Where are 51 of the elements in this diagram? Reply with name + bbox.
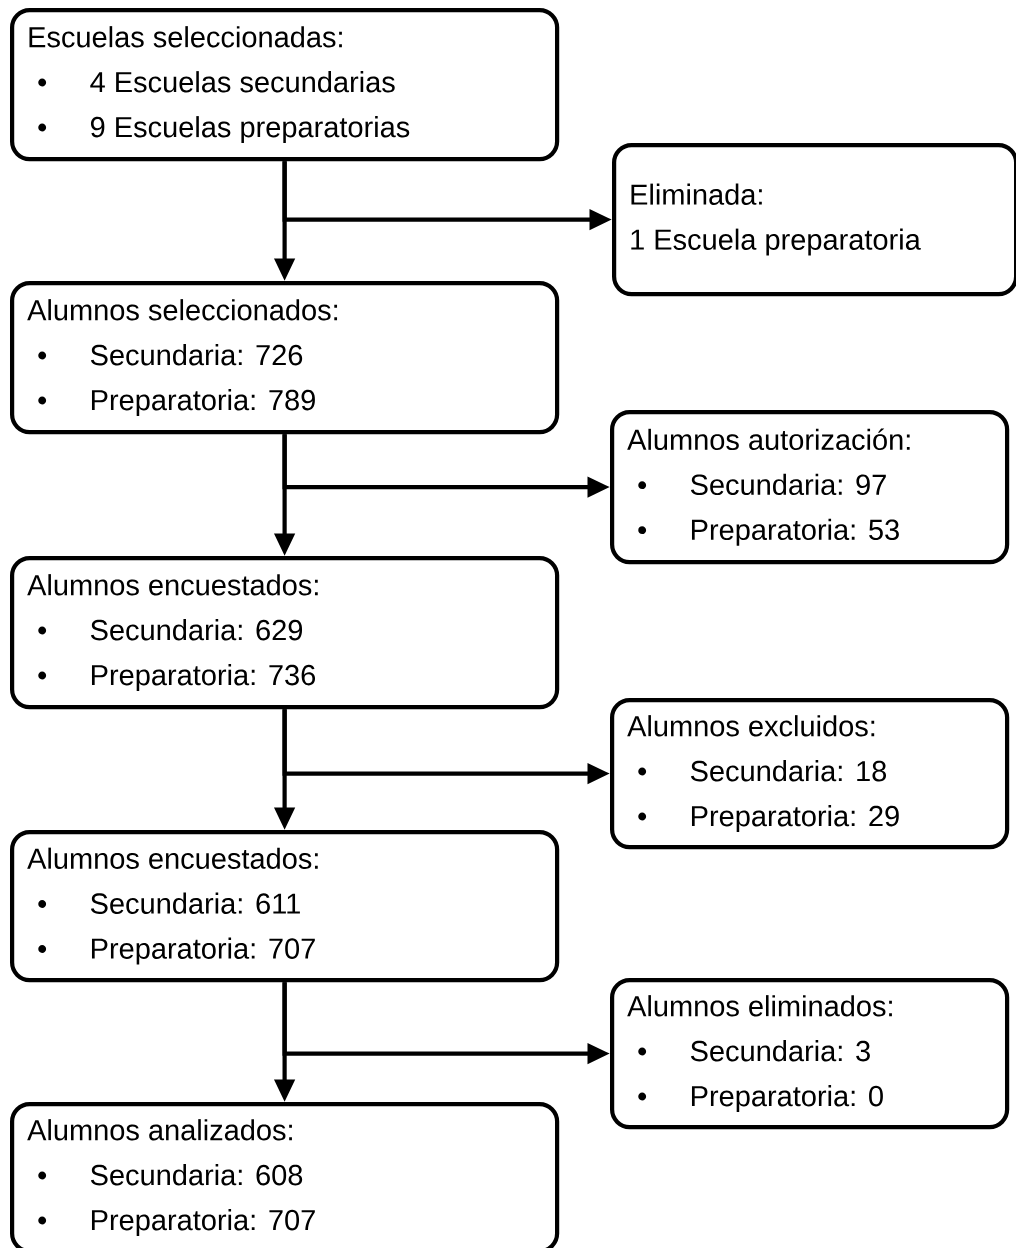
box-text: 1 Escuela preparatoria xyxy=(631,228,921,256)
bullet: • xyxy=(38,945,47,953)
bullet: • xyxy=(38,626,47,635)
box-heading: Alumnos seleccionados: xyxy=(27,299,338,321)
bullet: • xyxy=(38,671,47,680)
rounded-box xyxy=(612,143,1016,297)
list-item: 9 Escuelas preparatorias xyxy=(90,116,410,144)
box-heading: Alumnos excluidos: xyxy=(627,715,875,737)
list-item: 4 Escuelas secundarias xyxy=(90,71,395,93)
bullet: • xyxy=(38,900,47,908)
list-item: Secundaria: 18 xyxy=(690,760,887,782)
rounded-box xyxy=(610,978,1010,1130)
rounded-box xyxy=(610,410,1010,565)
bullet: • xyxy=(638,1047,647,1056)
box-heading: Escuelas seleccionadas: xyxy=(29,26,342,48)
list-item: Preparatoria: 707 xyxy=(92,1209,315,1237)
bullet: • xyxy=(38,396,47,405)
list-item: Preparatoria: 707 xyxy=(92,937,315,965)
list-item: Secundaria: 608 xyxy=(90,1164,303,1186)
bullet: • xyxy=(38,78,47,87)
box-heading: Eliminada: xyxy=(631,183,762,205)
box-heading: Alumnos encuestados: xyxy=(27,847,318,869)
bullet: • xyxy=(638,1092,647,1101)
bullet: • xyxy=(38,123,47,132)
bullet: • xyxy=(38,1216,47,1225)
bullet: • xyxy=(638,767,647,776)
bullet: • xyxy=(638,481,647,490)
rounded-box xyxy=(10,830,560,983)
list-item: Preparatoria: 789 xyxy=(92,389,315,417)
list-item: Preparatoria: 29 xyxy=(692,805,899,833)
list-item: Secundaria: 726 xyxy=(90,344,303,366)
box-heading: Alumnos analizados: xyxy=(27,1119,292,1141)
list-item: Preparatoria: 736 xyxy=(92,664,315,692)
list-item: Secundaria: 611 xyxy=(90,892,300,914)
list-item: Secundaria: 629 xyxy=(90,619,303,641)
list-item: Preparatoria: 53 xyxy=(692,518,899,546)
box-heading: Alumnos encuestados: xyxy=(27,574,318,596)
box-heading: Alumnos eliminados: xyxy=(627,995,892,1017)
list-item: Preparatoria: 0 xyxy=(692,1085,883,1113)
rounded-box xyxy=(10,8,560,162)
bullet: • xyxy=(638,526,647,535)
bullet: • xyxy=(38,1171,47,1180)
bullet: • xyxy=(38,351,47,360)
list-item: Secundaria: 97 xyxy=(690,473,886,496)
bullet: • xyxy=(638,812,647,821)
list-item: Secundaria: 3 xyxy=(690,1040,870,1062)
box-heading: Alumnos autorización: xyxy=(627,428,910,451)
rounded-box xyxy=(10,281,560,435)
rounded-box xyxy=(610,698,1010,850)
rounded-box xyxy=(10,1102,560,1248)
rounded-box xyxy=(10,556,560,710)
